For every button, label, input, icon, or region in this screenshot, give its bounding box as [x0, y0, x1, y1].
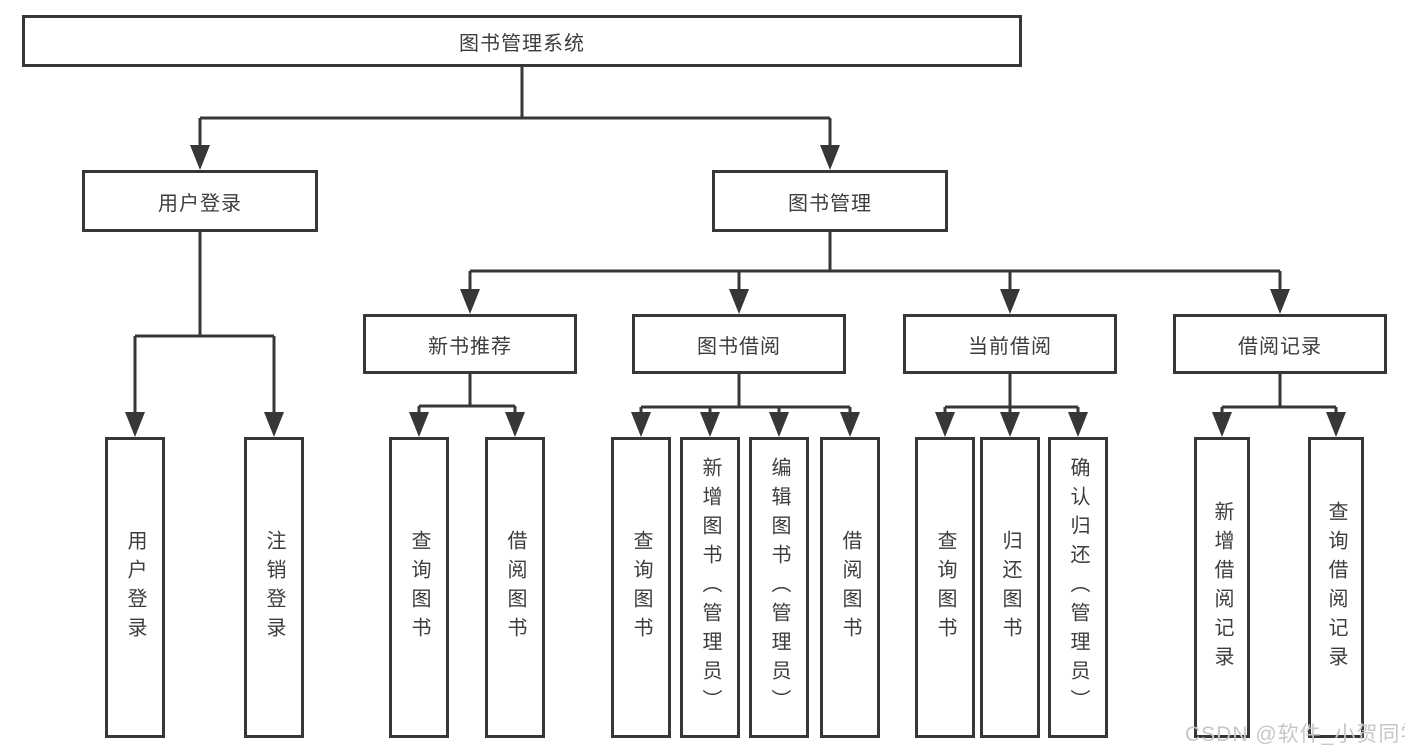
node-borrowing-records: 借阅记录 [1173, 314, 1387, 374]
node-label: 查询图书 [630, 529, 652, 646]
node-label: 编辑图书（管理员） [768, 457, 790, 718]
leaf-edit-books-admin: 编辑图书（管理员） [749, 437, 809, 738]
leaf-query-books-recommend: 查询图书 [389, 437, 449, 738]
node-current-borrowing: 当前借阅 [903, 314, 1117, 374]
node-book-management-system: 图书管理系统 [22, 15, 1022, 67]
leaf-borrow-books-recommend: 借阅图书 [485, 437, 545, 738]
leaf-query-books-borrow: 查询图书 [611, 437, 671, 738]
leaf-return-books: 归还图书 [980, 437, 1040, 738]
leaf-add-books-admin: 新增图书（管理员） [680, 437, 740, 738]
node-label: 确认归还（管理员） [1067, 457, 1089, 718]
node-label: 注销登录 [263, 529, 285, 646]
watermark: CSDN @软件_小贺同学 [1185, 723, 1405, 746]
node-label: 新增借阅记录 [1211, 500, 1233, 675]
node-label: 新书推荐 [428, 335, 512, 358]
leaf-borrow-books: 借阅图书 [820, 437, 880, 738]
node-label: 图书管理系统 [459, 32, 585, 55]
leaf-confirm-return-admin: 确认归还（管理员） [1048, 437, 1108, 738]
leaf-query-borrow-record: 查询借阅记录 [1308, 437, 1364, 738]
node-label: 图书管理 [788, 192, 872, 215]
node-label: 查询借阅记录 [1325, 500, 1347, 675]
node-label: 查询图书 [934, 529, 956, 646]
node-label: 借阅图书 [839, 529, 861, 646]
leaf-query-books-current: 查询图书 [915, 437, 975, 738]
leaf-logout: 注销登录 [244, 437, 304, 738]
node-label: 查询图书 [408, 529, 430, 646]
node-label: 用户登录 [124, 529, 146, 646]
node-label: 借阅图书 [504, 529, 526, 646]
node-label: 借阅记录 [1238, 335, 1322, 358]
node-label: 图书借阅 [697, 335, 781, 358]
node-label: 归还图书 [999, 529, 1021, 646]
node-label: 当前借阅 [968, 335, 1052, 358]
node-book-management: 图书管理 [712, 170, 948, 232]
node-label: 新增图书（管理员） [699, 457, 721, 718]
arrowheads [125, 145, 1346, 437]
node-new-book-recommendation: 新书推荐 [363, 314, 577, 374]
node-book-borrowing: 图书借阅 [632, 314, 846, 374]
node-user-login: 用户登录 [82, 170, 318, 232]
leaf-add-borrow-record: 新增借阅记录 [1194, 437, 1250, 738]
node-label: 用户登录 [158, 192, 242, 215]
leaf-user-login: 用户登录 [105, 437, 165, 738]
